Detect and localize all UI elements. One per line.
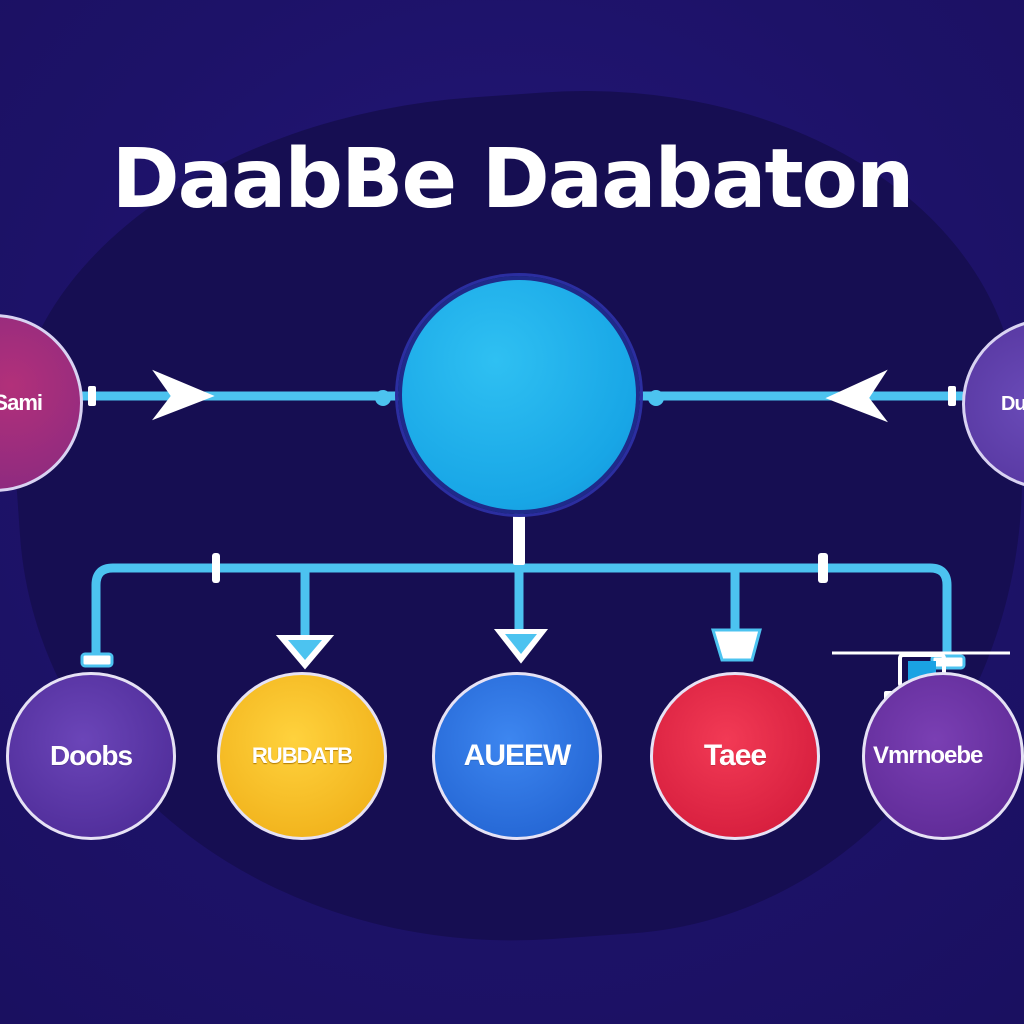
- arrow-down-icon: [505, 634, 537, 654]
- arrow-right-icon: [152, 369, 215, 421]
- hub-port-left: [375, 390, 391, 406]
- child-node: AUEEW: [432, 672, 602, 840]
- connector-cap: [88, 386, 96, 406]
- child-node-label: AUEEW: [463, 739, 572, 772]
- connector-bus: [91, 563, 952, 667]
- child-node-label: Vmrnoebe: [873, 742, 983, 769]
- child-node-label: Doobs: [49, 740, 133, 771]
- connector-cap: [212, 553, 220, 583]
- connector-clip: [80, 652, 114, 668]
- child-node: RUBDATB: [217, 672, 387, 840]
- arrow-left-icon: [825, 369, 888, 423]
- arrow-down-icon: [288, 640, 322, 660]
- child-node: Doobs: [6, 672, 176, 840]
- child-node-label: Taee: [703, 739, 767, 772]
- hub-node: [398, 276, 1010, 705]
- connector-cap: [818, 553, 828, 583]
- hub-port-right: [648, 390, 664, 406]
- connector-cap: [513, 515, 525, 565]
- source-node-right-label: Du: [1001, 392, 1024, 415]
- source-node-left-label: Sami: [0, 390, 43, 415]
- connector-cap: [948, 386, 956, 406]
- connector-clip: [710, 628, 762, 662]
- child-node: Vmrnoebe: [862, 672, 1024, 840]
- child-node-label: RUBDATB: [251, 743, 353, 768]
- diagram-title: DaabBe Daabaton: [111, 132, 915, 227]
- child-node: Taee: [650, 672, 820, 840]
